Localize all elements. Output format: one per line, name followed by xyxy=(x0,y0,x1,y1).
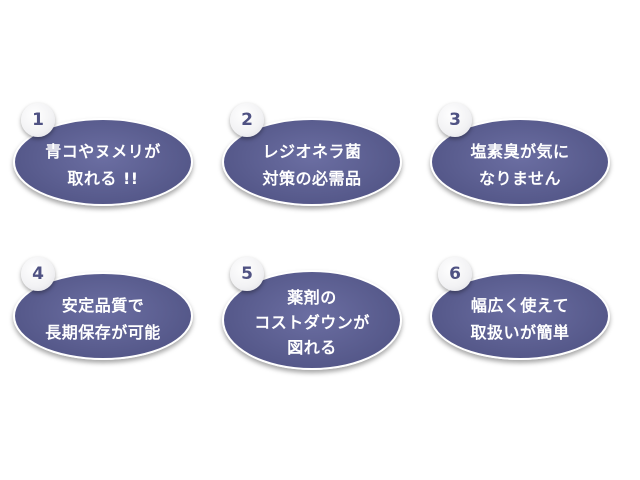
feature-card-6: 6 幅広く使えて 取扱いが簡単 xyxy=(430,257,610,360)
feature-card-1: 1 青コやヌメリが 取れる !! xyxy=(13,103,193,206)
feature-label: レジオネラ菌 対策の必需品 xyxy=(262,142,362,188)
feature-label: 幅広く使えて 取扱いが簡単 xyxy=(470,296,570,342)
feature-oval: 青コやヌメリが 取れる !! xyxy=(13,118,193,206)
feature-card-3: 3 塩素臭が気に なりません xyxy=(430,103,610,206)
feature-label: 薬剤の コストダウンが 図れる xyxy=(254,287,370,357)
number-badge: 5 xyxy=(230,257,264,291)
feature-label: 青コやヌメリが 取れる !! xyxy=(45,142,161,188)
feature-label: 安定品質で 長期保存が可能 xyxy=(45,296,161,342)
number-badge: 1 xyxy=(21,103,55,137)
feature-label: 塩素臭が気に なりません xyxy=(470,142,570,188)
number-badge: 3 xyxy=(438,103,472,137)
feature-card-4: 4 安定品質で 長期保存が可能 xyxy=(13,257,193,360)
feature-oval: レジオネラ菌 対策の必需品 xyxy=(222,118,402,206)
number-badge: 2 xyxy=(230,103,264,137)
number-badge: 4 xyxy=(21,257,55,291)
number-badge: 6 xyxy=(438,257,472,291)
feature-card-5: 5 薬剤の コストダウンが 図れる xyxy=(222,257,402,370)
feature-card-2: 2 レジオネラ菌 対策の必需品 xyxy=(222,103,402,206)
